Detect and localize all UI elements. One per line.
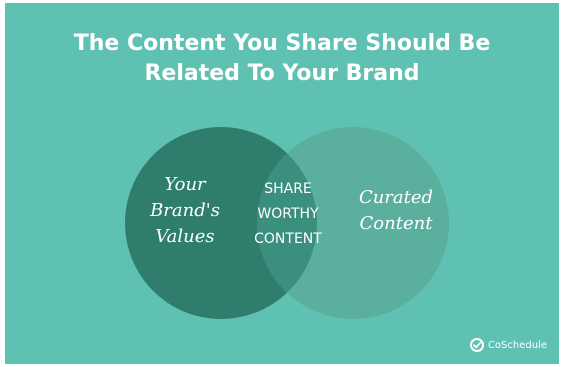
brand-name: CoSchedule — [487, 339, 547, 351]
title-line-2: Related To Your Brand — [144, 61, 420, 86]
left-set-label-line-3: Values — [155, 226, 214, 247]
coschedule-check-icon — [469, 338, 484, 352]
venn-diagram: Your Brand's Values Curated Content SHAR… — [125, 127, 449, 319]
intersection-label-line-3: CONTENT — [254, 231, 322, 247]
intersection-label-line-1: SHARE — [264, 181, 312, 197]
coschedule-logo: CoSchedule — [469, 338, 547, 352]
title-line-1: The Content You Share Should Be — [73, 31, 491, 56]
left-set-label-line-2: Brand's — [149, 200, 220, 221]
left-set-label-line-1: Your — [164, 174, 207, 195]
right-set-circle — [257, 127, 449, 319]
intersection-label-line-2: WORTHY — [257, 206, 319, 222]
left-set-circle — [125, 127, 317, 319]
right-set-label-line-1: Curated — [359, 187, 433, 208]
right-set-label-line-2: Content — [360, 213, 434, 234]
background-panel: The Content You Share Should Be Related … — [5, 3, 559, 364]
